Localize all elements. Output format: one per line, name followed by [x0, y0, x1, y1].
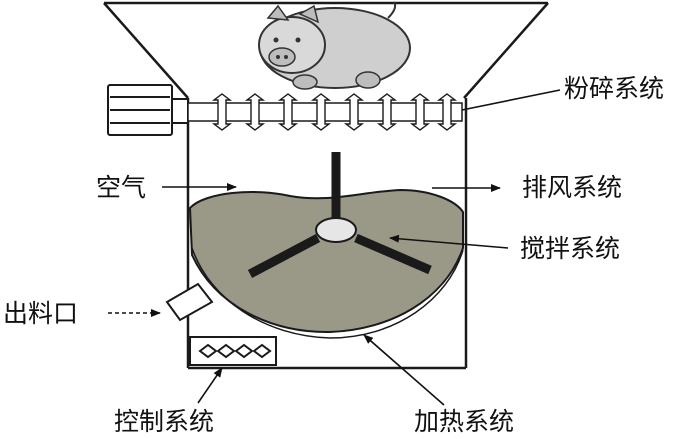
- stirrer: [247, 152, 432, 278]
- label-stirrer: 搅拌系统: [520, 234, 620, 263]
- label-exhaust: 排风系统: [522, 173, 622, 202]
- diamond-pattern-icon: [198, 343, 272, 359]
- crusher-blades-icon: [187, 93, 463, 131]
- pig-icon: [258, 1, 411, 90]
- label-outlet: 出料口: [3, 299, 78, 328]
- leader-lines: [108, 89, 561, 406]
- label-control: 控制系统: [114, 407, 214, 436]
- leader-control: [197, 367, 223, 404]
- outlet-spout: [165, 282, 214, 322]
- hopper: [103, 1, 549, 99]
- leader-crusher: [461, 89, 561, 111]
- control-panel: [189, 336, 277, 366]
- leader-stirrer: [389, 234, 509, 249]
- material-bowl: [188, 188, 464, 339]
- leader-heater: [363, 334, 445, 406]
- label-crusher: 粉碎系统: [564, 74, 664, 103]
- tank-walls: [186, 98, 468, 370]
- label-air: 空气: [96, 173, 146, 202]
- label-heater: 加热系统: [414, 407, 514, 436]
- motor-icon: [107, 84, 189, 136]
